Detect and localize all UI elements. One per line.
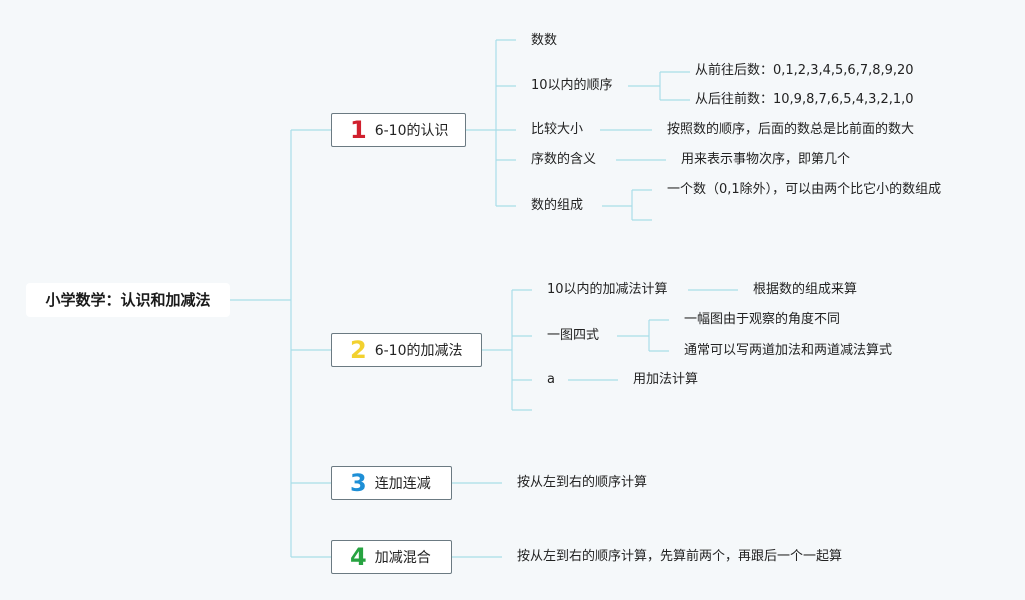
b2-a-detail[interactable]: 用加法计算 [633, 372, 699, 387]
b2-one-picture[interactable]: 一图四式 [547, 328, 600, 343]
b1-order-forward[interactable]: 从前往后数：0,1,2,3,4,5,6,7,8,9,20 [695, 63, 914, 78]
branch-1-box[interactable]: 1 6-10的认识 [331, 113, 466, 147]
b1-ordinal[interactable]: 序数的含义 [531, 152, 597, 167]
b2-one-picture-detail-2[interactable]: 通常可以写两道加法和两道减法算式 [684, 343, 893, 358]
branch-4-box[interactable]: 4 加减混合 [331, 540, 452, 574]
b2-a[interactable]: a [547, 372, 555, 387]
branch-3-label: 连加连减 [374, 476, 431, 492]
branch-1-label: 6-10的认识 [374, 123, 449, 139]
b1-composition-detail[interactable]: 一个数（0,1除外），可以由两个比它小的数组成 [667, 182, 942, 197]
number-4-icon: 4 [350, 543, 367, 571]
b3-detail[interactable]: 按从左到右的顺序计算 [517, 475, 648, 490]
branch-2-label: 6-10的加减法 [374, 343, 463, 359]
b1-compare-detail[interactable]: 按照数的顺序，后面的数总是比前面的数大 [667, 122, 915, 137]
root-topic[interactable]: 小学数学：认识和加减法 [26, 283, 230, 317]
b2-calc-detail[interactable]: 根据数的组成来算 [753, 282, 858, 297]
number-1-icon: 1 [350, 116, 367, 144]
number-2-icon: 2 [350, 336, 367, 364]
number-3-icon: 3 [350, 469, 367, 497]
b2-one-picture-detail-1[interactable]: 一幅图由于观察的角度不同 [684, 312, 841, 327]
branch-3-box[interactable]: 3 连加连减 [331, 466, 452, 500]
branch-2-box[interactable]: 2 6-10的加减法 [331, 333, 482, 367]
b1-compare[interactable]: 比较大小 [531, 122, 584, 137]
b1-counting[interactable]: 数数 [531, 33, 558, 48]
b1-order-backward[interactable]: 从后往前数：10,9,8,7,6,5,4,3,2,1,0 [695, 92, 914, 107]
b1-order[interactable]: 10以内的顺序 [531, 78, 613, 93]
b2-calc[interactable]: 10以内的加减法计算 [547, 282, 668, 297]
branch-4-label: 加减混合 [374, 550, 431, 566]
b1-composition[interactable]: 数的组成 [531, 198, 584, 213]
b4-detail[interactable]: 按从左到右的顺序计算，先算前两个，再跟后一个一起算 [517, 549, 843, 564]
b1-ordinal-detail[interactable]: 用来表示事物次序，即第几个 [681, 152, 851, 167]
